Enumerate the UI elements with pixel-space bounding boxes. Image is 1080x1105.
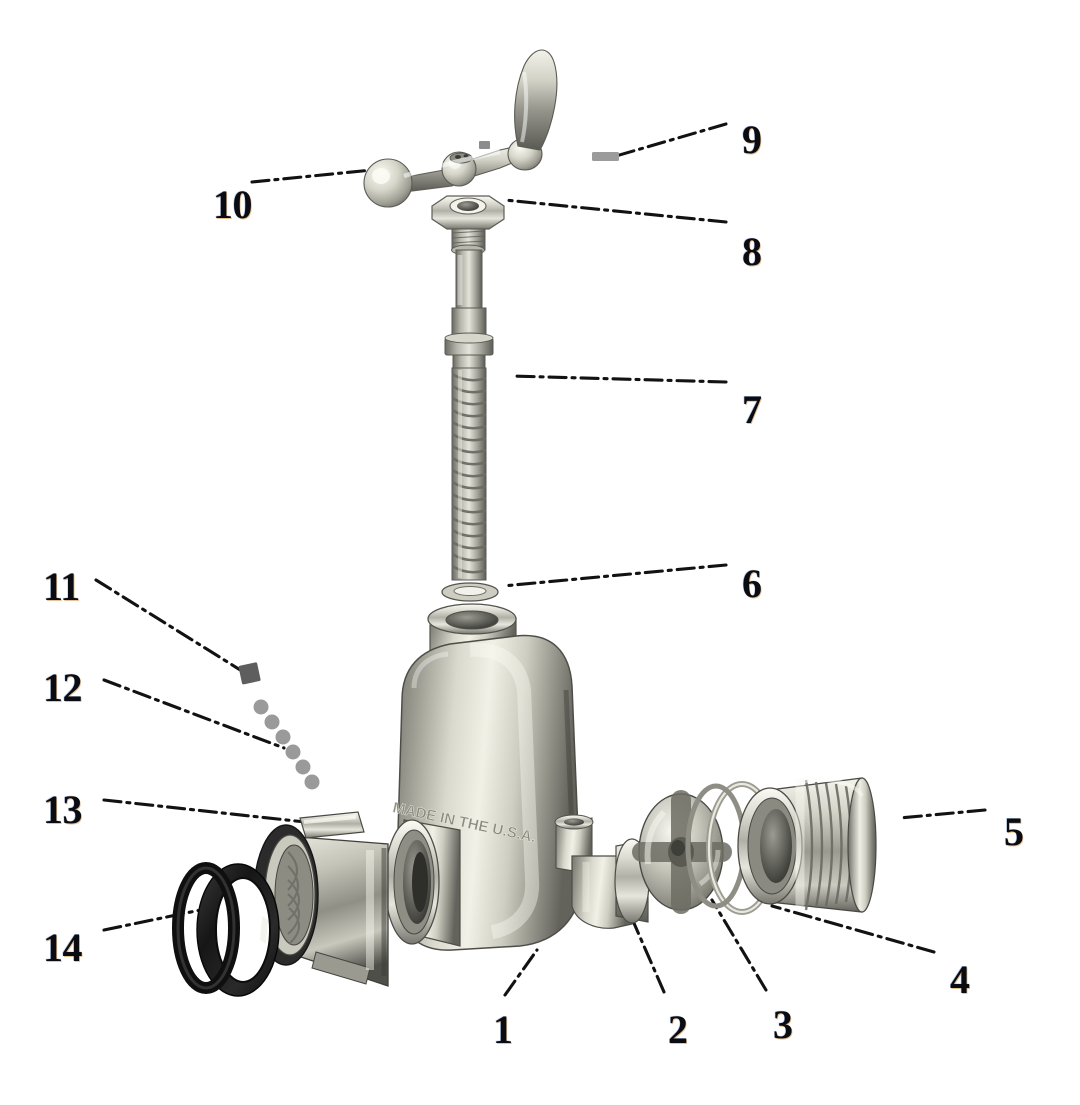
- callout-11[interactable]: 11: [43, 564, 80, 609]
- body-inlet-socket: [384, 819, 461, 947]
- callout-2[interactable]: 2: [668, 1007, 688, 1052]
- callout-3[interactable]: 3: [773, 1002, 793, 1047]
- callout-10[interactable]: 10: [213, 182, 253, 227]
- callout-8[interactable]: 8: [742, 229, 762, 274]
- stem-thread-helix: [451, 367, 487, 581]
- callout-9[interactable]: 9: [742, 117, 762, 162]
- callout-4[interactable]: 4: [950, 957, 970, 1002]
- swivel-inner-threads: [287, 851, 301, 945]
- valve-body-part: MADE IN THE U.S.A.: [384, 603, 633, 951]
- leader-lines: [94, 122, 987, 997]
- rocker-lug-bottom: [311, 951, 371, 985]
- rocker-lug-swivel-part: [253, 811, 389, 987]
- callout-6[interactable]: 6: [742, 561, 762, 606]
- callout-5[interactable]: 5: [1004, 809, 1024, 854]
- callout-13[interactable]: 13: [43, 787, 83, 832]
- callout-12[interactable]: 12: [43, 665, 83, 710]
- callout-14[interactable]: 14: [43, 925, 83, 970]
- valve-stem-threaded-part: [444, 249, 494, 581]
- detent-ball-set-part: [253, 699, 320, 790]
- handle-ball-lever-part: [363, 49, 558, 208]
- male-threaded-adapter-part: [737, 777, 877, 913]
- hex-bonnet-nut-part: [431, 195, 505, 256]
- retainer-key-square-part: [238, 662, 261, 685]
- callout-1[interactable]: 1: [493, 1007, 513, 1052]
- stem-packing-washer-part: [441, 582, 499, 602]
- rubber-hose-gasket-part: [172, 862, 280, 997]
- callout-7[interactable]: 7: [742, 387, 762, 432]
- handle-set-screw-part: [479, 141, 619, 161]
